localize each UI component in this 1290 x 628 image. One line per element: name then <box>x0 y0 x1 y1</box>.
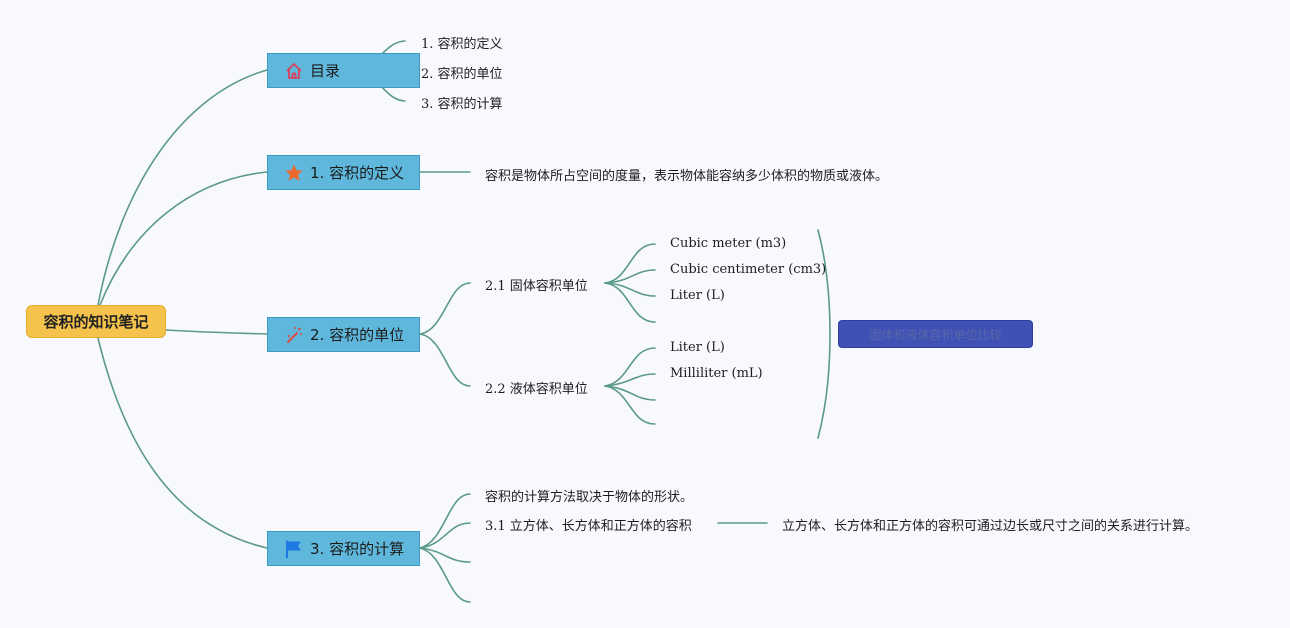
contents-item-3[interactable]: 3. 容积的计算 <box>421 97 503 112</box>
connector-g2-i4 <box>604 385 656 425</box>
summary-bracket <box>817 229 831 439</box>
liquid-unit-item-2[interactable]: Milliliter (mL) <box>670 366 763 381</box>
solid-unit-item-1[interactable]: Cubic meter (m3) <box>670 236 787 251</box>
branch-units-label: 2. 容积的单位 <box>310 326 405 344</box>
connector-g1-i4 <box>604 282 656 323</box>
connector-root-b1 <box>97 69 268 306</box>
branch-units[interactable]: 2. 容积的单位 <box>267 317 420 352</box>
connector-root-b3 <box>165 329 268 335</box>
connector-b3-g1 <box>419 282 471 335</box>
branch-contents[interactable]: 目录 <box>267 53 420 88</box>
connector-b4-c2 <box>419 522 471 549</box>
contents-item-2[interactable]: 2. 容积的单位 <box>421 67 503 82</box>
liquid-unit-item-1[interactable]: Liter (L) <box>670 340 725 355</box>
connector-b4-c4 <box>419 547 471 603</box>
connector-b3-g2 <box>419 333 471 387</box>
branch-definition-label: 1. 容积的定义 <box>310 164 405 182</box>
solid-units-topic[interactable]: 2.1 固体容积单位 <box>485 279 588 294</box>
connector-b4-c3 <box>419 547 471 563</box>
home-icon <box>284 61 304 81</box>
branch-definition[interactable]: 1. 容积的定义 <box>267 155 420 190</box>
summary-label: 固体和液体容积单位比较 <box>869 327 1002 342</box>
branch-contents-label: 目录 <box>310 62 341 80</box>
root-topic[interactable]: 容积的知识笔记 <box>26 305 166 338</box>
definition-text[interactable]: 容积是物体所占空间的度量，表示物体能容纳多少体积的物质或液体。 <box>485 169 889 184</box>
connector-g1-i2 <box>604 269 656 284</box>
solid-unit-item-2[interactable]: Cubic centimeter (cm3) <box>670 262 827 277</box>
branch-calculation[interactable]: 3. 容积的计算 <box>267 531 420 566</box>
summary-box[interactable]: 固体和液体容积单位比较 <box>838 320 1033 348</box>
connector-g2-i2 <box>604 373 656 387</box>
liquid-units-topic[interactable]: 2.2 液体容积单位 <box>485 382 588 397</box>
connector-root-b4 <box>97 337 268 549</box>
solid-unit-item-3[interactable]: Liter (L) <box>670 288 725 303</box>
contents-item-1[interactable]: 1. 容积的定义 <box>421 37 503 52</box>
connector-g1-i1 <box>604 243 656 284</box>
cuboid-volume-detail[interactable]: 立方体、长方体和正方体的容积可通过边长或尺寸之间的关系进行计算。 <box>782 519 1199 534</box>
connector-g2-i1 <box>604 347 656 387</box>
calculation-text[interactable]: 容积的计算方法取决于物体的形状。 <box>485 490 694 505</box>
root-topic-label: 容积的知识笔记 <box>43 313 149 331</box>
connector-b4-c1 <box>419 493 471 549</box>
star-icon <box>284 163 304 183</box>
magic-wand-icon <box>284 325 304 345</box>
cuboid-volume-topic[interactable]: 3.1 立方体、长方体和正方体的容积 <box>485 519 692 534</box>
flag-icon <box>284 539 304 559</box>
connector-root-b2 <box>99 171 268 306</box>
branch-calculation-label: 3. 容积的计算 <box>310 540 405 558</box>
